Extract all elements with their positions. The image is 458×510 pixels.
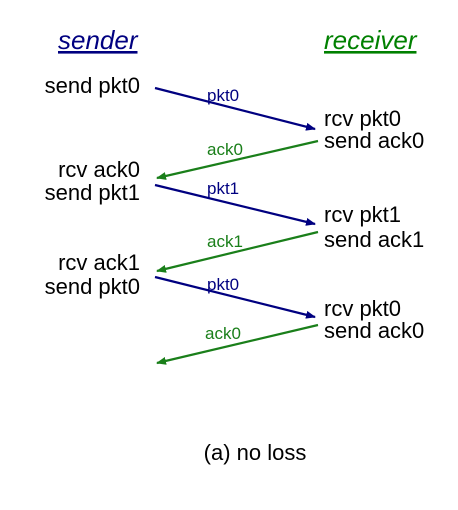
message-arrow-pkt0 (154, 86, 316, 131)
message-label-ack0: ack0 (207, 140, 243, 159)
message-arrow-ack1 (156, 230, 319, 273)
message-label-pkt0-again: pkt0 (207, 275, 239, 294)
message-arrow-ack0-again (156, 323, 319, 365)
receiver-event-rcv-pkt0: rcv pkt0 (324, 106, 401, 131)
sender-event-send-pkt0-again: send pkt0 (45, 274, 140, 299)
message-label-ack1: ack1 (207, 232, 243, 251)
receiver-event-send-ack0: send ack0 (324, 128, 424, 153)
message-label-pkt1: pkt1 (207, 179, 239, 198)
message-arrow-ack0 (156, 139, 319, 180)
receiver-event-rcv-pkt1: rcv pkt1 (324, 202, 401, 227)
message-arrow-pkt0-again (154, 275, 316, 319)
sender-header: sender (58, 25, 139, 55)
receiver-event-rcv-pkt0-again: rcv pkt0 (324, 296, 401, 321)
message-label-ack0-again: ack0 (205, 324, 241, 343)
sender-event-rcv-ack1: rcv ack1 (58, 250, 140, 275)
message-arrow-pkt1 (154, 183, 316, 226)
sender-event-send-pkt1: send pkt1 (45, 180, 140, 205)
receiver-event-send-ack1: send ack1 (324, 227, 424, 252)
message-label-pkt0: pkt0 (207, 86, 239, 105)
caption: (a) no loss (204, 440, 307, 465)
sender-event-rcv-ack0: rcv ack0 (58, 157, 140, 182)
receiver-header: receiver (324, 25, 418, 55)
sender-event-send-pkt0: send pkt0 (45, 73, 140, 98)
receiver-event-send-ack0-again: send ack0 (324, 318, 424, 343)
